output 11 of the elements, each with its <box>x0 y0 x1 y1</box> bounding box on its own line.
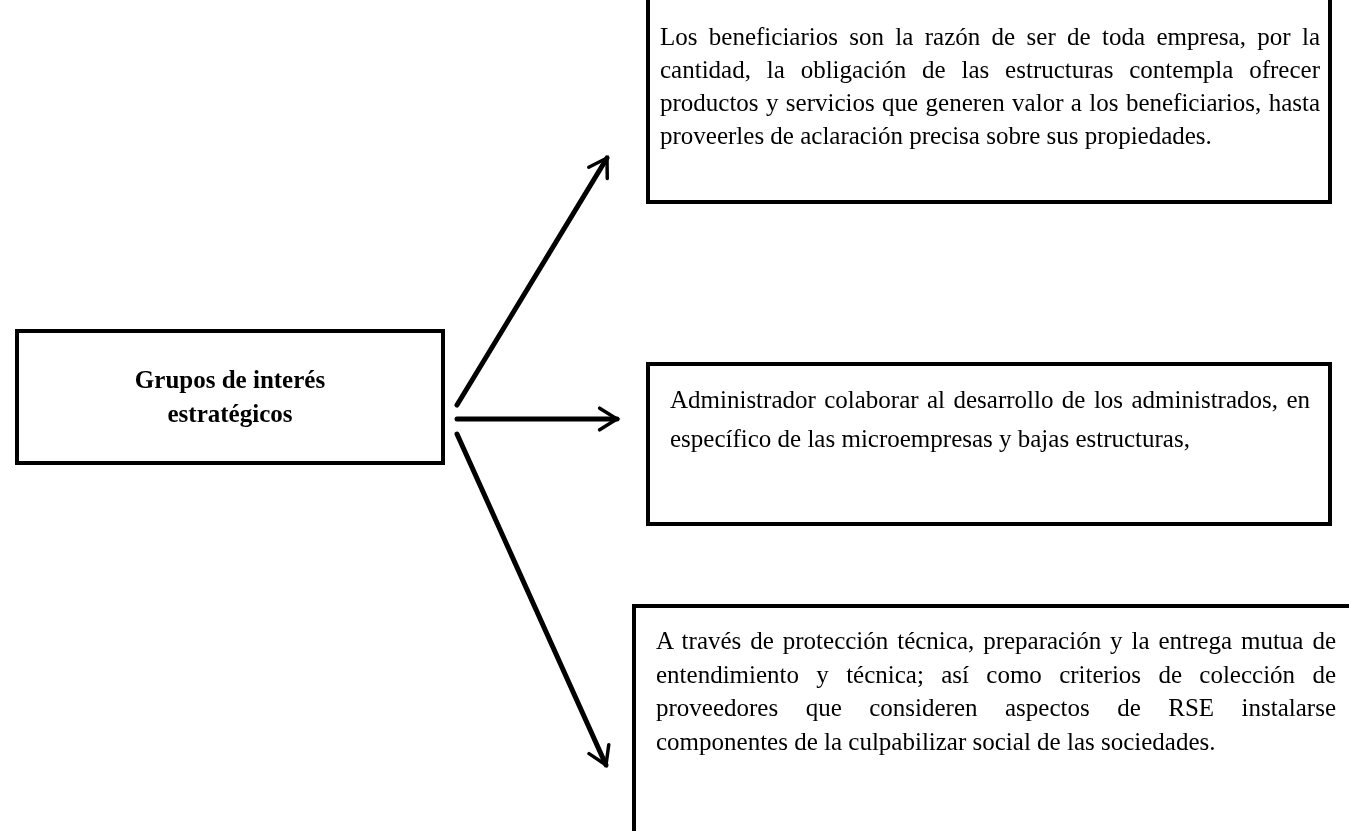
description-text: Los beneficiarios son la razón de ser de toda empresa, por la cantidad, la obligación de las estructuras contempla ofrecer productos y servicios que generen valor a los beneficiarios, hasta proveerles de aclaración precisa sobre sus propiedades. <box>660 22 1320 151</box>
description-box <box>646 362 1332 526</box>
topic-title: Grupos de interés estratégicos <box>133 365 327 429</box>
topic-box <box>15 329 445 465</box>
description-box <box>632 604 1349 831</box>
description-text: A través de protección técnica, preparación y la entrega mutua de entendimiento y técnica; así como criterios de colección de proveedores que consideren aspectos de RSE instalarse componentes de la culpabilizar social de las sociedades. <box>656 626 1336 757</box>
description-box <box>646 0 1332 204</box>
arrow <box>454 431 611 768</box>
arrow <box>454 155 610 408</box>
description-text: Administrador colaborar al desarrollo de los administrados, en específico de las microempresas y bajas estructuras, <box>670 385 1310 454</box>
arrow <box>454 406 620 432</box>
